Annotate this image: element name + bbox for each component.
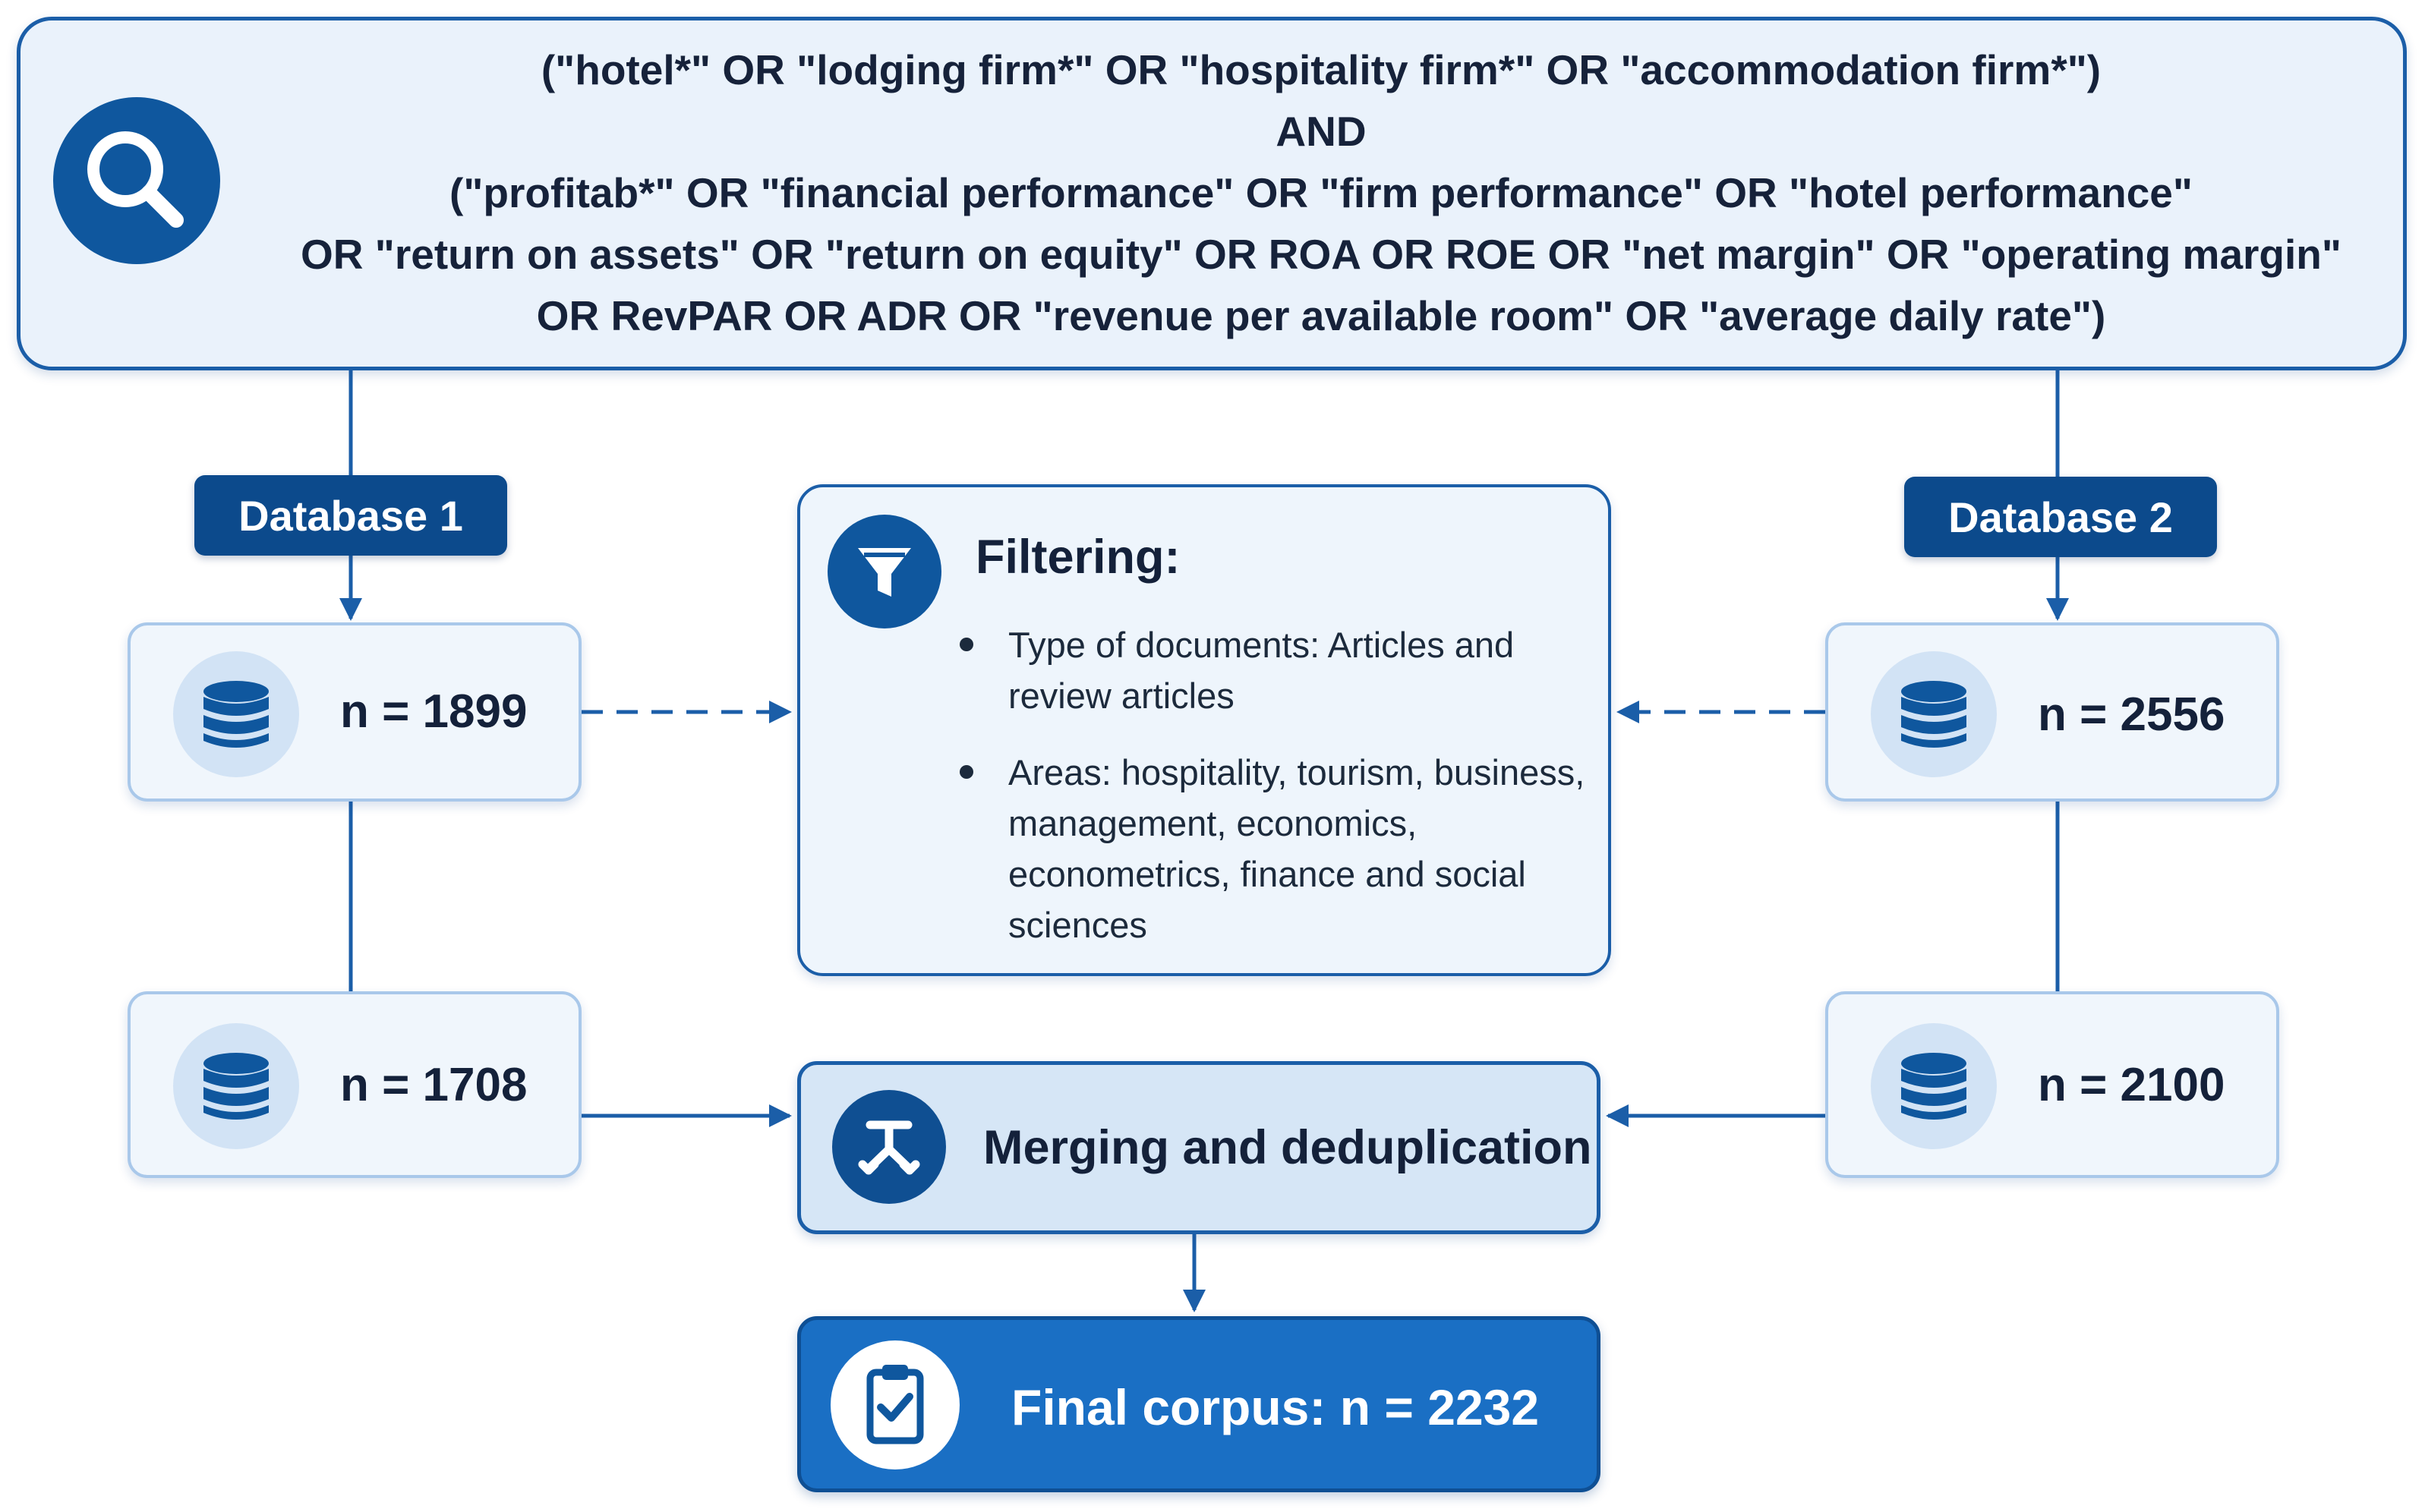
final-corpus-title: Final corpus: n = 2232 bbox=[1011, 1379, 1540, 1435]
database-1-initial-count-box: n = 1899 bbox=[128, 622, 582, 802]
clipboard-check-icon bbox=[831, 1340, 960, 1469]
database-1-filtered-count-box: n = 1708 bbox=[128, 991, 582, 1178]
filtering-bullet-areas: Areas: hospitality, tourism, business, m… bbox=[1008, 752, 1585, 945]
query-line: OR "return on assets" OR "return on equi… bbox=[301, 231, 2341, 278]
database-1-label: Database 1 bbox=[194, 475, 507, 556]
database-2-filtered-count: n = 2100 bbox=[2038, 1059, 2225, 1111]
database-icon bbox=[1871, 651, 1997, 777]
search-query-text: ("hotel*" OR "lodging firm*" OR "hospita… bbox=[273, 39, 2369, 347]
filtering-bullet-document-type: Type of documents: Articles and review a… bbox=[1008, 625, 1515, 716]
database-2-filtered-count-box: n = 2100 bbox=[1825, 991, 2279, 1178]
merge-title: Merging and deduplication bbox=[983, 1121, 1592, 1174]
bullet-icon bbox=[960, 638, 973, 651]
database-2-initial-count-box: n = 2556 bbox=[1825, 622, 2279, 802]
query-line: OR RevPAR OR ADR OR "revenue per availab… bbox=[536, 292, 2106, 339]
query-line: AND bbox=[1276, 108, 1367, 155]
database-2-initial-count: n = 2556 bbox=[2038, 688, 2225, 741]
query-line: ("profitab*" OR "financial performance" … bbox=[449, 169, 2193, 216]
search-icon bbox=[53, 97, 220, 264]
query-line: ("hotel*" OR "lodging firm*" OR "hospita… bbox=[541, 46, 2102, 93]
database-icon bbox=[173, 1023, 299, 1149]
database-icon bbox=[173, 651, 299, 777]
database-2-label: Database 2 bbox=[1904, 477, 2217, 557]
bullet-icon bbox=[960, 765, 973, 779]
filtering-title: Filtering: bbox=[976, 531, 1181, 584]
database-1-filtered-count: n = 1708 bbox=[340, 1059, 528, 1111]
search-query-box bbox=[17, 17, 2407, 370]
filter-icon bbox=[828, 515, 941, 628]
merge-icon bbox=[832, 1090, 946, 1204]
database-icon bbox=[1871, 1023, 1997, 1149]
database-1-initial-count: n = 1899 bbox=[340, 685, 528, 738]
